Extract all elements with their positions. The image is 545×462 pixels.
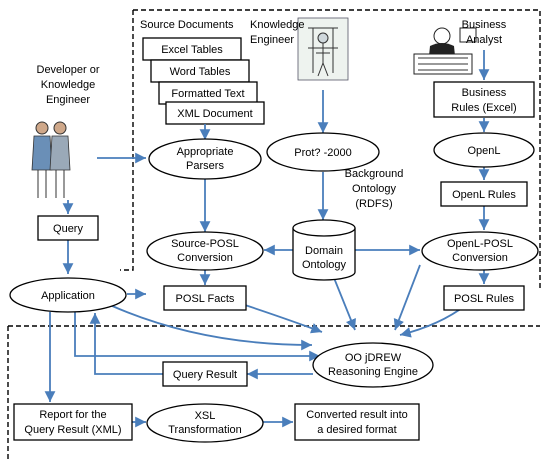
svg-text:OpenL: OpenL <box>467 145 500 157</box>
posl-facts-node: POSL Facts <box>163 285 247 311</box>
svg-text:Parsers: Parsers <box>186 160 224 172</box>
svg-text:Report for the: Report for the <box>39 409 106 421</box>
svg-text:Rules (Excel): Rules (Excel) <box>451 102 516 114</box>
doc-formatted-text: Formatted Text <box>158 81 258 105</box>
protege-node: Prot? -2000 <box>266 132 380 172</box>
svg-text:POSL Facts: POSL Facts <box>176 293 235 305</box>
svg-text:Business: Business <box>462 87 507 99</box>
business-rules-node: Business Rules (Excel) <box>433 81 535 118</box>
converted-result-node: Converted result into a desired format <box>294 403 420 441</box>
developer-label-1: Developer or <box>37 64 100 76</box>
business-analyst-label-2: Analyst <box>466 34 502 46</box>
doc-word-tables: Word Tables <box>150 59 250 83</box>
source-posl-conversion-node: Source-POSL Conversion <box>146 231 264 271</box>
business-analyst-figure <box>413 27 477 75</box>
svg-text:Domain: Domain <box>305 245 343 257</box>
query-node: Query <box>37 215 99 241</box>
knowledge-engineer-label-1: Knowledge <box>250 19 304 31</box>
svg-text:OpenL-POSL: OpenL-POSL <box>447 238 513 250</box>
openl-node: OpenL <box>433 132 535 168</box>
svg-text:OO jDREW: OO jDREW <box>345 352 402 364</box>
appropriate-parsers-node: Appropriate Parsers <box>148 138 262 180</box>
svg-text:Prot? -2000: Prot? -2000 <box>294 147 351 159</box>
svg-text:Reasoning Engine: Reasoning Engine <box>328 366 418 378</box>
domain-ontology-node: Domain Ontology <box>292 219 356 281</box>
developer-label-3: Engineer <box>46 94 90 106</box>
svg-text:Query Result: Query Result <box>173 369 237 381</box>
application-node: Application <box>9 277 127 313</box>
background-ontology-label-2: Ontology <box>352 183 397 195</box>
svg-text:Word Tables: Word Tables <box>170 66 231 78</box>
background-ontology-label-1: Background <box>345 168 404 180</box>
source-documents-label: Source Documents <box>140 19 234 31</box>
doc-xml-document: XML Document <box>165 101 265 125</box>
top-region-border <box>120 9 541 290</box>
report-node: Report for the Query Result (XML) <box>13 403 133 441</box>
svg-text:Transformation: Transformation <box>168 424 242 436</box>
svg-text:Appropriate: Appropriate <box>177 146 234 158</box>
svg-text:POSL Rules: POSL Rules <box>454 293 515 305</box>
svg-text:Application: Application <box>41 290 95 302</box>
svg-text:a desired format: a desired format <box>317 424 396 436</box>
svg-text:Source-POSL: Source-POSL <box>171 238 239 250</box>
svg-text:OpenL Rules: OpenL Rules <box>452 189 516 201</box>
svg-text:Query: Query <box>53 223 83 235</box>
query-result-node: Query Result <box>162 361 248 387</box>
svg-text:XSL: XSL <box>195 410 216 422</box>
svg-text:XML Document: XML Document <box>177 108 252 120</box>
svg-text:Excel Tables: Excel Tables <box>161 44 223 56</box>
svg-text:Formatted Text: Formatted Text <box>171 88 244 100</box>
openl-rules-node: OpenL Rules <box>440 181 528 207</box>
svg-text:Conversion: Conversion <box>452 252 508 264</box>
knowledge-engineer-label-2: Engineer <box>250 34 294 46</box>
doc-excel-tables: Excel Tables <box>142 37 242 61</box>
business-analyst-label-1: Business <box>462 19 507 31</box>
oojdrew-node: OO jDREW Reasoning Engine <box>312 342 434 388</box>
svg-text:Query Result (XML): Query Result (XML) <box>24 424 121 436</box>
background-ontology-label-3: (RDFS) <box>355 198 392 210</box>
xsl-transformation-node: XSL Transformation <box>146 403 264 443</box>
developer-figure <box>31 121 71 198</box>
developer-label-2: Knowledge <box>41 79 95 91</box>
svg-text:Converted result into: Converted result into <box>306 409 408 421</box>
openl-posl-conversion-node: OpenL-POSL Conversion <box>421 231 539 271</box>
svg-text:Ontology: Ontology <box>302 259 347 271</box>
knowledge-engineer-figure <box>297 17 349 81</box>
svg-text:Conversion: Conversion <box>177 252 233 264</box>
posl-rules-node: POSL Rules <box>443 285 525 311</box>
